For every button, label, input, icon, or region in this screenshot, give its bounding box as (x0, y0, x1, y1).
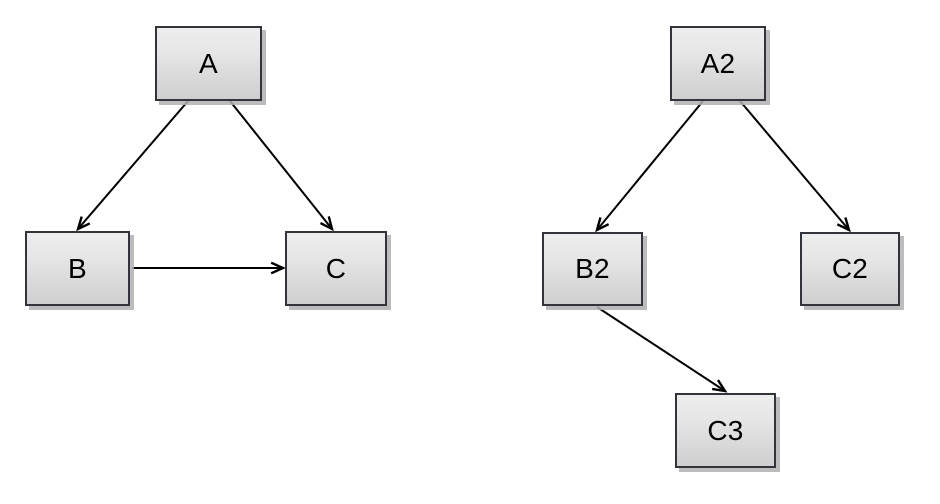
edge-b-to-c (132, 261, 286, 275)
node-a[interactable]: A (155, 26, 262, 101)
edge-a2-to-c2 (739, 100, 851, 233)
node-label: C3 (707, 414, 744, 446)
arrowhead-icon (836, 217, 851, 233)
edge-line (77, 100, 189, 230)
node-c[interactable]: C (285, 231, 387, 306)
arrowhead-icon (270, 261, 286, 275)
edge-a2-to-b2 (595, 100, 704, 233)
edge-a-to-c (229, 100, 334, 232)
node-b[interactable]: B (25, 231, 130, 306)
node-c2[interactable]: C2 (800, 232, 900, 306)
edge-line (739, 100, 850, 231)
arrowhead-icon (595, 217, 610, 233)
edge-a-to-b (76, 100, 189, 232)
edge-line (596, 100, 704, 231)
node-b2[interactable]: B2 (542, 232, 643, 306)
node-label: B (68, 252, 87, 284)
node-label: A (199, 47, 218, 79)
edge-line (596, 306, 726, 392)
arrowhead-icon (76, 216, 91, 232)
node-a2[interactable]: A2 (670, 26, 766, 101)
node-label: C (325, 252, 347, 284)
edge-line (229, 100, 333, 230)
node-c3[interactable]: C3 (675, 393, 776, 468)
arrowhead-icon (319, 216, 334, 232)
node-label: A2 (700, 47, 736, 79)
arrowhead-icon (711, 379, 728, 393)
edge-b2-to-c3 (596, 306, 728, 393)
node-label: B2 (575, 253, 610, 284)
node-label: C2 (831, 253, 869, 284)
